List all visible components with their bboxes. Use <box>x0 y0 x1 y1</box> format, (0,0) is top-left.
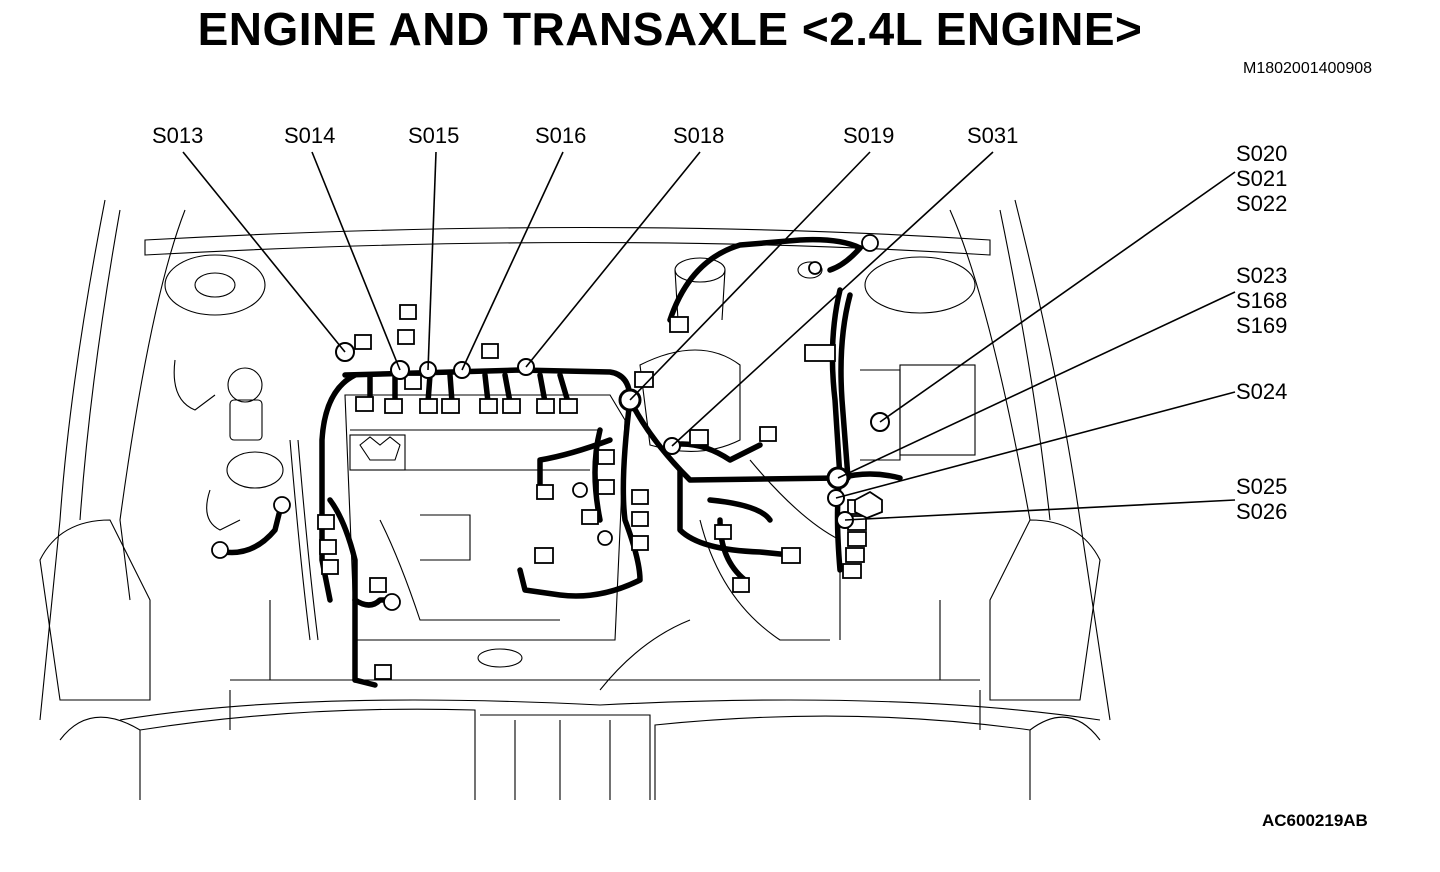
label-s021: S021 <box>1236 166 1287 191</box>
figure-id: AC600219AB <box>1262 811 1368 830</box>
label-s016: S016 <box>535 123 586 148</box>
label-s025: S025 <box>1236 474 1287 499</box>
label-s022: S022 <box>1236 191 1287 216</box>
label-s168: S168 <box>1236 288 1287 313</box>
label-s024: S024 <box>1236 379 1287 404</box>
callout-labels: S013 S014 S015 S016 S018 S019 S031 S020 … <box>152 123 1287 524</box>
label-s020: S020 <box>1236 141 1287 166</box>
label-s031: S031 <box>967 123 1018 148</box>
page-title: ENGINE AND TRANSAXLE <2.4L ENGINE> <box>197 3 1143 55</box>
label-s169: S169 <box>1236 313 1287 338</box>
label-s023: S023 <box>1236 263 1287 288</box>
connectors <box>211 234 883 680</box>
engine-bay-outline <box>39 199 1111 800</box>
wiring-harness <box>212 236 903 688</box>
label-s018: S018 <box>673 123 724 148</box>
document-id: M1802001400908 <box>1243 60 1373 77</box>
label-s026: S026 <box>1236 499 1287 524</box>
label-s019: S019 <box>843 123 894 148</box>
label-s015: S015 <box>408 123 459 148</box>
label-s014: S014 <box>284 123 335 148</box>
label-s013: S013 <box>152 123 203 148</box>
leader-lines <box>182 151 1236 521</box>
